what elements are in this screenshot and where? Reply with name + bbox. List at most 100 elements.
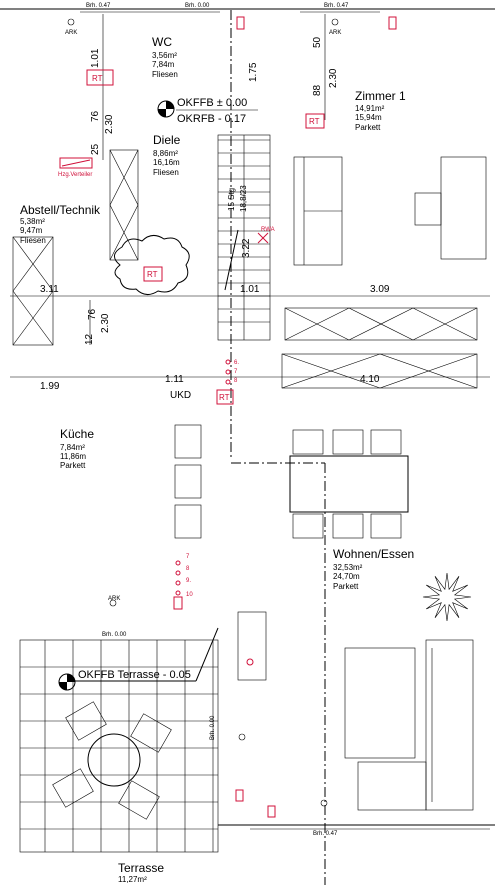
outlet-marker-top [236, 16, 245, 30]
switch-9: 9. [186, 578, 191, 584]
revision-cloud [114, 235, 190, 295]
room-perimeter-wc: 7,84m [152, 60, 175, 69]
sideboard [237, 611, 267, 681]
room-name-abstell: Abstell/Technik [20, 203, 101, 217]
sofa [344, 639, 474, 811]
ark-marker-top-left: ARK [65, 18, 77, 36]
dimension-199: 1.99 [40, 381, 60, 392]
rt-box-zimmer [305, 113, 325, 129]
plant-icon [422, 572, 472, 622]
heating-distributor-hatch [61, 159, 91, 167]
switch-7b: 7 [186, 554, 190, 560]
room-name-wc: WC [152, 35, 172, 49]
ark-marker-terrace [238, 733, 246, 741]
desk [414, 156, 487, 260]
dimension-101: 1.01 [90, 48, 101, 68]
ark-marker-top-right: ARK [329, 18, 341, 36]
dimension-309: 3.09 [370, 284, 390, 295]
outlet-marker-top-right [388, 16, 397, 30]
room-floor-diele: Fliesen [153, 168, 179, 177]
room-floor-abstell: Fliesen [20, 236, 46, 245]
dimension-230b: 2.30 [328, 68, 339, 88]
room-area-zimmer1: 14,91m² [355, 104, 385, 113]
parapet-label-terrace-side: Brh. 0.00 [210, 715, 216, 740]
room-name-wohnen: Wohnen/Essen [333, 547, 414, 561]
level-okrfb: OKRFB - 0.17 [177, 113, 246, 125]
parapet-label-bottom-right: Brh. 0.47 [313, 831, 338, 837]
svg-text:ARK: ARK [65, 30, 77, 36]
storage-shelf-left [12, 236, 54, 346]
dimension-50: 50 [312, 36, 323, 48]
svg-text:ARK: ARK [108, 596, 120, 602]
room-area-kueche: 7,84m² [60, 443, 85, 452]
outlet-marker-bottom-2 [267, 805, 276, 818]
room-area-diele: 8,86m² [153, 149, 178, 158]
dimension-311: 3.11 [40, 284, 59, 295]
rwa-label: RWA [261, 227, 275, 233]
level-okffb: OKFFB ± 0.00 [177, 97, 247, 109]
parapet-label-top-right: Brh. 0.47 [324, 3, 349, 9]
dimension-88: 88 [312, 84, 323, 96]
room-perimeter-abstell: 9,47m [20, 226, 43, 235]
room-area-abstell: 5,38m² [20, 217, 45, 226]
switch-10: 10 [186, 592, 193, 598]
room-perimeter-kueche: 11,86m [60, 452, 86, 461]
dimension-230c: 2.30 [100, 313, 111, 333]
room-area-wc: 3,56m² [152, 51, 177, 60]
dimension-12: 12 [84, 333, 95, 345]
label-ukd: UKD [170, 390, 191, 401]
room-perimeter-diele: 16,16m [153, 158, 180, 167]
dining-table [289, 429, 409, 539]
rt-box-abstell [143, 266, 163, 282]
switch-7: 7 [234, 369, 238, 375]
dimension-76b: 76 [87, 308, 98, 320]
room-floor-wohnen: Parkett [333, 582, 359, 591]
terrace-level-leader [195, 627, 219, 682]
storage-shelf-center [109, 149, 139, 261]
terrace-tiles [19, 639, 219, 853]
dimension-76a: 76 [90, 110, 101, 122]
heating-distributor [59, 157, 93, 169]
rt-label-zimmer: RT [309, 117, 320, 126]
kitchen-island [174, 424, 202, 539]
heating-distributor-label: Hzg.Verteiler [58, 172, 92, 178]
bed [293, 156, 343, 266]
room-perimeter-wohnen: 24,70m [333, 572, 360, 581]
patio-table [52, 701, 172, 820]
outlet-marker-bottom-1 [235, 789, 244, 802]
stair-count: 15 Stg [227, 188, 236, 211]
room-name-zimmer1: Zimmer 1 [355, 89, 406, 103]
room-name-terrasse: Terrasse [118, 861, 164, 875]
room-floor-wc: Fliesen [152, 70, 178, 79]
smoke-detector-icon [257, 232, 269, 244]
room-name-diele: Diele [153, 133, 181, 147]
switch-8: 8 [234, 378, 238, 384]
level-terrace: OKFFB Terrasse - 0.05 [78, 669, 191, 681]
wardrobe-lower [281, 353, 478, 389]
light-switch-group-diele [225, 359, 231, 385]
dimension-101b: 1.01 [240, 284, 260, 295]
ark-marker-kitchen: ARK [108, 596, 120, 607]
level-marker-terrace [58, 673, 76, 691]
dimension-111: 1.11 [165, 374, 184, 385]
light-switch-group-kitchen [175, 560, 181, 596]
parapet-label-terrace: Brh. 0.00 [102, 632, 127, 638]
stair-ratio: 18,8/23 [239, 185, 248, 212]
dimension-322: 3.22 [241, 238, 252, 258]
dimension-175: 1.75 [248, 62, 259, 82]
rt-label-wc: RT [92, 74, 103, 83]
rt-label-diele: RT [219, 393, 230, 402]
switch-6: 6. [234, 360, 239, 366]
room-name-kueche: Küche [60, 427, 94, 441]
svg-text:ARK: ARK [329, 30, 341, 36]
dimension-410: 4.10 [360, 374, 380, 385]
room-area-terrasse: 11,27m² [118, 875, 147, 884]
room-area-wohnen: 32,53m² [333, 563, 363, 572]
room-floor-kueche: Parkett [60, 461, 86, 470]
room-floor-zimmer1: Parkett [355, 123, 381, 132]
rt-box-diele [216, 389, 234, 405]
rt-label-abstell: RT [147, 270, 158, 279]
rt-box-wc [86, 69, 114, 86]
level-marker-okffb [157, 100, 175, 118]
